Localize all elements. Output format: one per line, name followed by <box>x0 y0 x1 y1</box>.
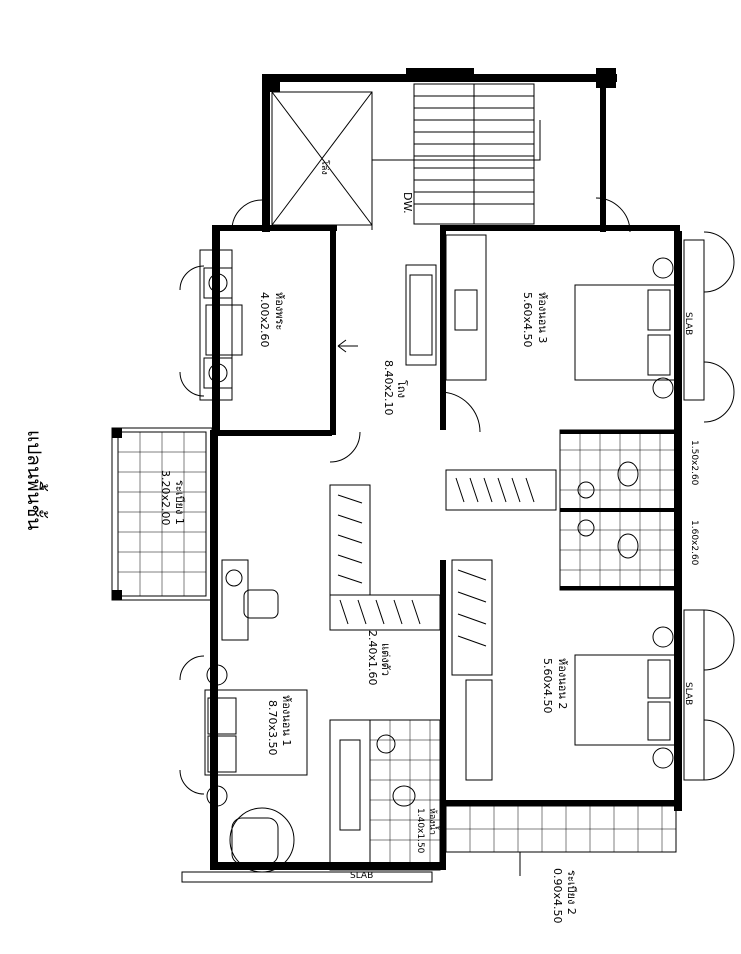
bedroom-1-name: ห้องนอน 1 <box>280 695 293 746</box>
bedroom-1: ห้องน้ำ 1.40x1.50 SLAB ห้องนอน 1 8.70x3.… <box>181 559 441 883</box>
bathrooms: 1.50x2.60 1.60x2.60 <box>559 429 699 591</box>
balcony-1-size: 3.20x2.00 <box>159 470 172 526</box>
work-room: ห้องพระ 4.00x2.60 <box>199 225 336 435</box>
hall: โถง 8.40x2.10 <box>329 264 481 463</box>
balcony-2: ระเบียง 2 0.90x4.50 <box>445 805 677 924</box>
bedroom-2: SLAB ห้องนอน 2 5.60x4.50 <box>465 609 705 781</box>
balcony-1-tiles <box>118 432 206 596</box>
toilet-1-size: 1.40x1.50 <box>415 808 425 854</box>
bedroom-1-slab: SLAB <box>350 871 373 881</box>
stair-void-block: DW. โล่ง <box>262 68 617 232</box>
outer-walls <box>210 225 682 870</box>
balcony-2-size: 0.90x4.50 <box>551 868 564 924</box>
bath-tiles <box>560 430 680 590</box>
balcony-2-tiles <box>446 806 676 852</box>
dressing-size: 2.40x1.60 <box>366 630 379 686</box>
bedroom-1-size: 8.70x3.50 <box>266 700 279 756</box>
stair-steps <box>414 84 534 224</box>
void-label: โล่ง <box>319 160 330 175</box>
plan-title: แปลนพื้นชั้น <box>23 430 48 530</box>
door-swings <box>179 197 735 795</box>
bedroom-2-slab: SLAB <box>683 682 693 705</box>
dw-label: DW. <box>401 192 414 214</box>
bedroom-2-size: 5.60x4.50 <box>541 658 554 714</box>
bath-1-tiles <box>370 720 440 870</box>
hall-name: โถง <box>395 380 409 398</box>
bedroom-2-name: ห้องนอน 2 <box>556 658 569 709</box>
work-room-name: ห้องพระ <box>273 292 286 330</box>
work-room-size: 4.00x2.60 <box>258 292 271 348</box>
toilet-2-size: 1.60x2.60 <box>689 520 699 566</box>
balcony-1: ระเบียง 1 3.20x2.00 <box>111 427 213 601</box>
toilet-1-name: ห้องน้ำ <box>427 808 440 835</box>
closet-hangers <box>337 477 535 647</box>
toilet-3-size: 1.50x2.60 <box>689 440 699 486</box>
bedroom-3-slab: SLAB <box>683 312 693 335</box>
balcony-2-name: ระเบียง 2 <box>565 870 578 915</box>
closets: แต่งตัว 2.40x1.60 <box>329 469 557 686</box>
bedroom-3: SLAB ห้องนอน 3 5.60x4.50 <box>440 225 705 430</box>
hall-size: 8.40x2.10 <box>382 360 395 416</box>
bedroom-3-size: 5.60x4.50 <box>521 292 534 348</box>
balcony-1-name: ระเบียง 1 <box>173 480 186 525</box>
dressing-name: แต่งตัว <box>379 643 392 676</box>
bedroom-3-name: ห้องนอน 3 <box>536 292 549 343</box>
